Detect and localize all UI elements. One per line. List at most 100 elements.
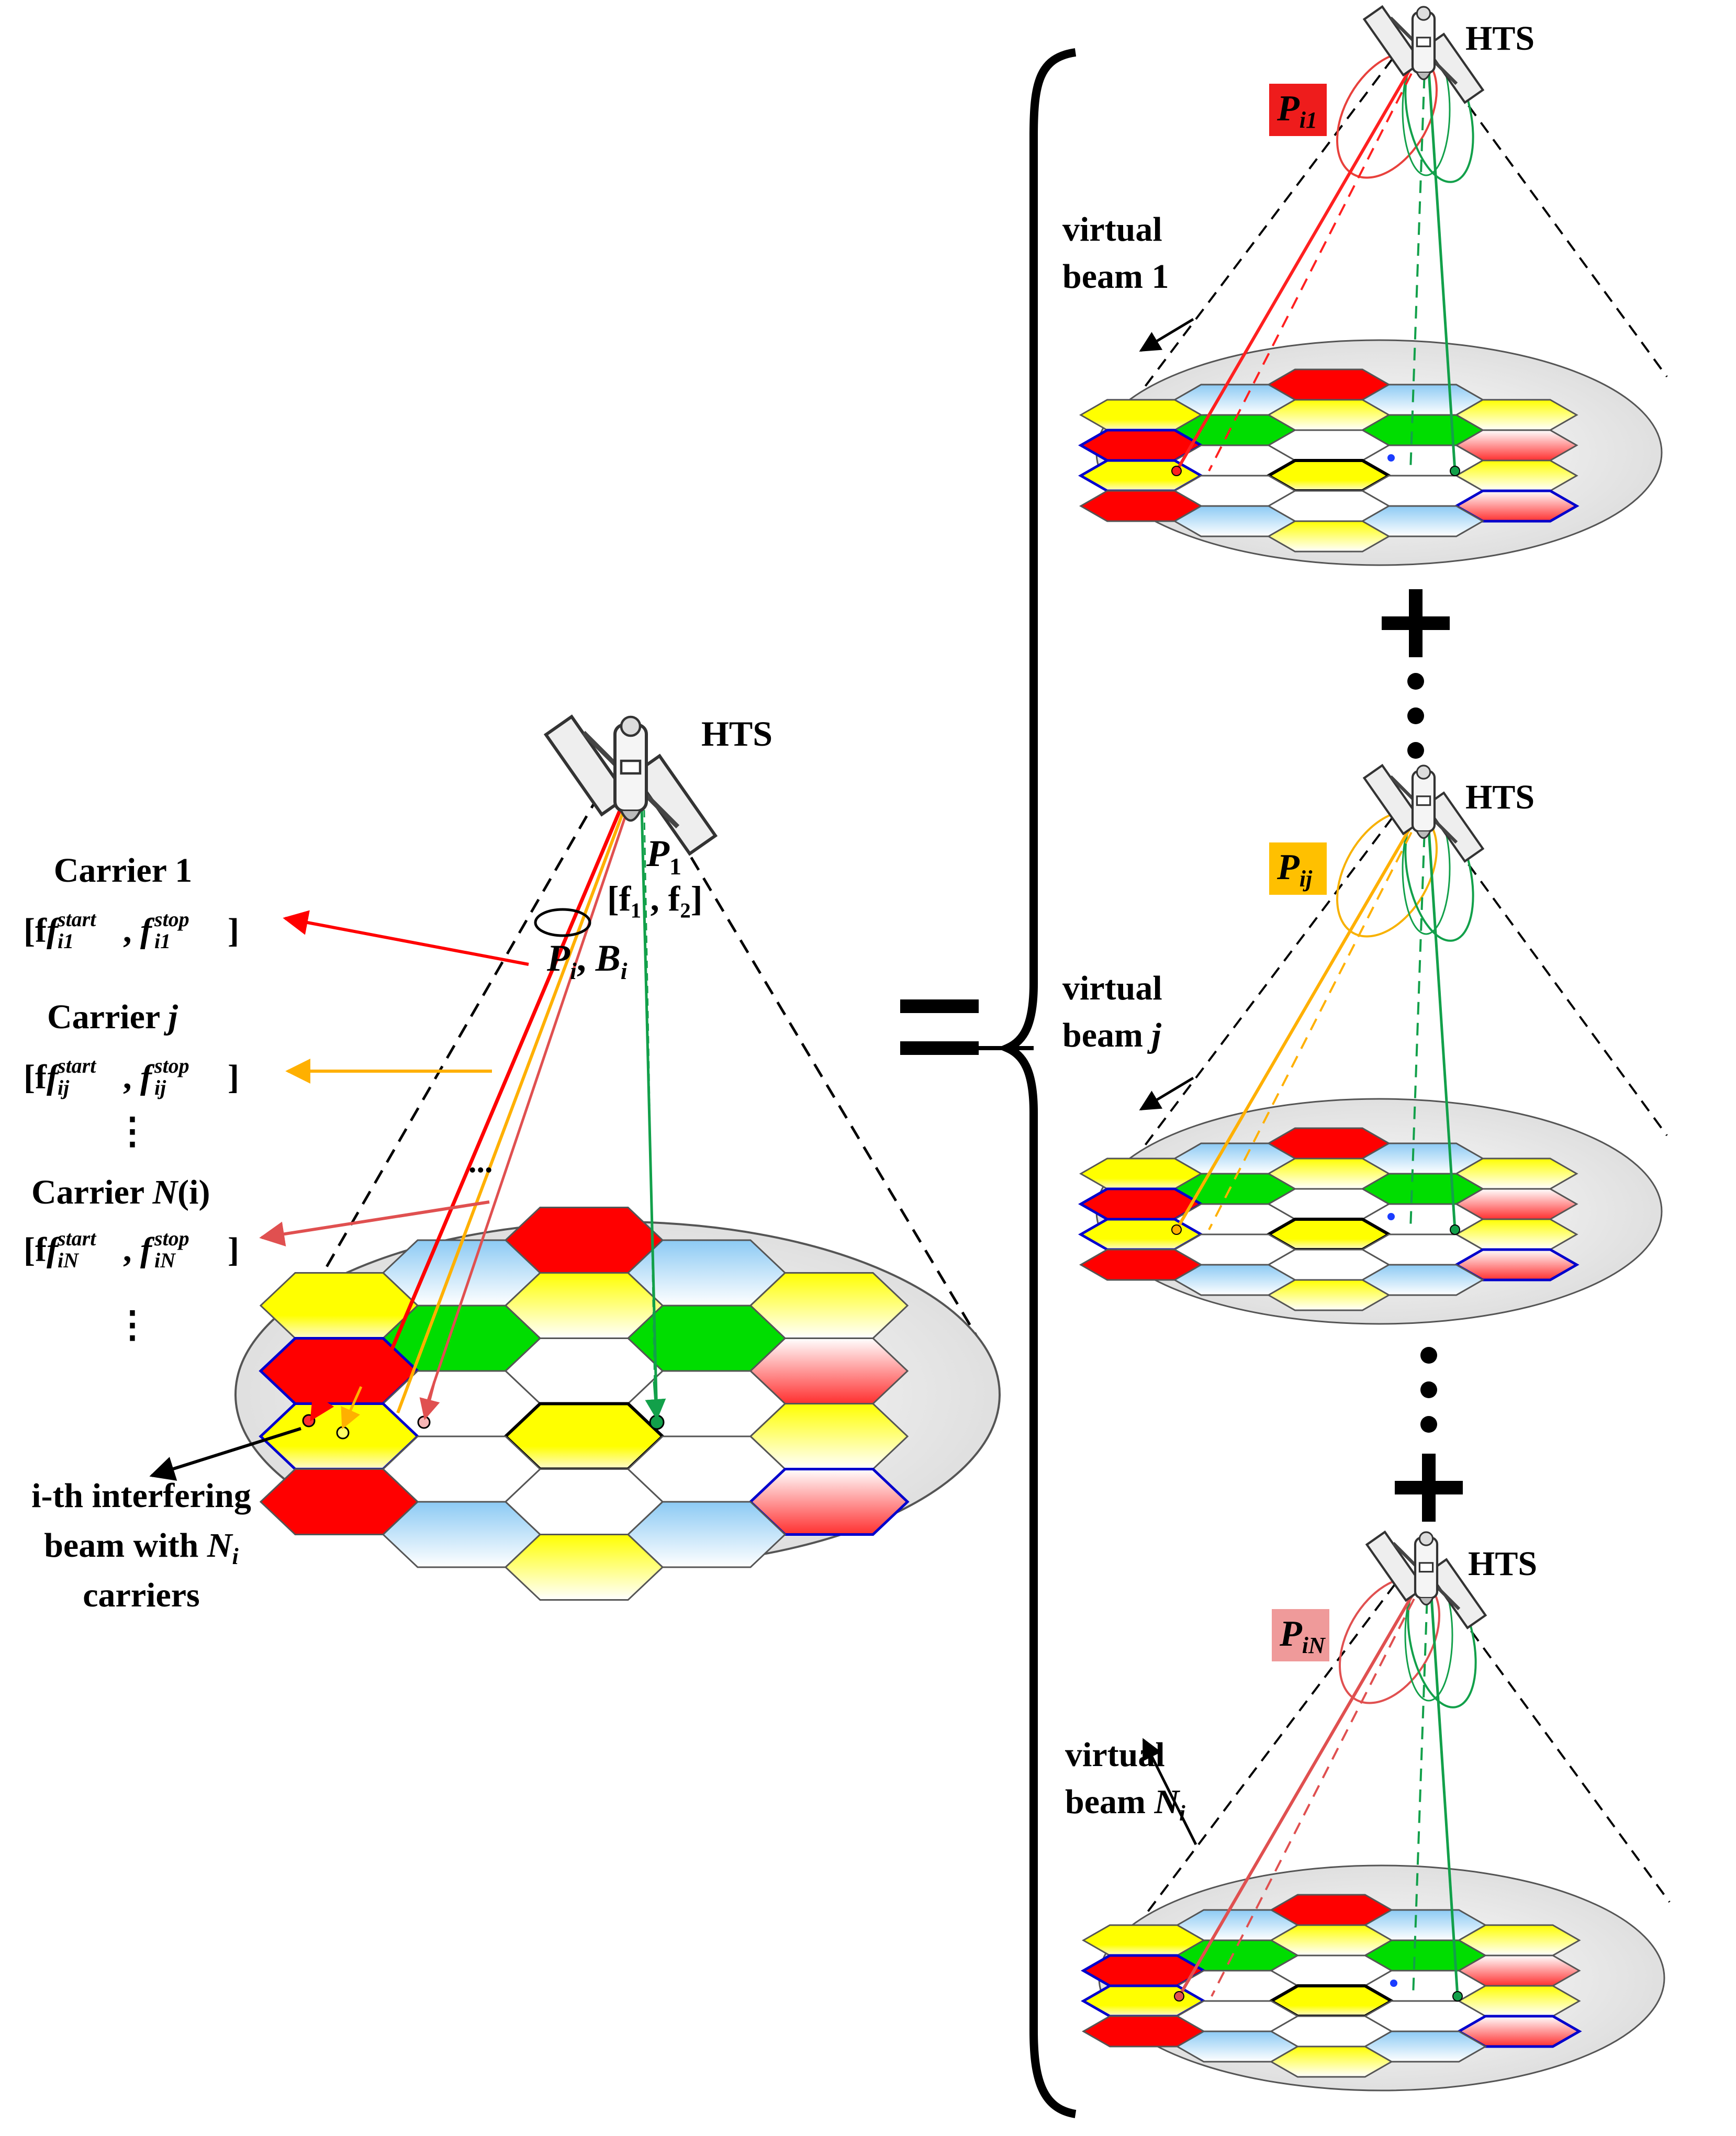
hts-label: HTS xyxy=(701,714,772,754)
plus-sign-2 xyxy=(1395,1454,1463,1522)
carrier-N-sup-start: start xyxy=(57,1227,97,1250)
carrier-j-point xyxy=(336,1426,350,1440)
pi-bi-label: Pi, Bi xyxy=(546,937,628,984)
virtual-label-line2: beam Ni xyxy=(1065,1783,1185,1826)
cone-edge-left xyxy=(1101,1566,1409,1974)
interfering-caption-2: beam with Ni xyxy=(44,1526,239,1569)
carrier-j-sep: , f xyxy=(123,1058,155,1096)
hts-label: HTS xyxy=(1465,19,1535,58)
interfering-beam-arrow xyxy=(149,1427,301,1481)
carrier-N-sub-start: iN xyxy=(58,1249,80,1272)
main-scene: HTS P1 [f₁ , f₂] Pi, Bi ... Carrier 1 [f… xyxy=(24,714,1001,1614)
freq-range-label: [f₁ , f₂] xyxy=(607,879,702,918)
power-box xyxy=(1269,84,1327,136)
cone-edge-right xyxy=(1433,1579,1671,1903)
beam-ellipsis: ... xyxy=(468,1144,493,1179)
carrier-N-arrow xyxy=(259,1200,490,1247)
interferer-point xyxy=(1174,1991,1184,2002)
p1-label: P1 xyxy=(646,833,681,880)
carrier-N-range: [ff xyxy=(24,1231,61,1269)
cone-edge-right xyxy=(1430,54,1668,378)
satellite-icon xyxy=(1362,763,1485,863)
beam-bundle-ellipse xyxy=(534,908,591,937)
own-point xyxy=(1450,1224,1460,1235)
own-beam-dashed xyxy=(1409,813,1426,1230)
own-arrowhead xyxy=(645,1381,666,1420)
carrier-1-sub-start: i1 xyxy=(58,929,74,953)
carrier-N-sup-stop: stop xyxy=(154,1227,189,1250)
center-point xyxy=(1387,454,1395,462)
hex-cell-yellow-fade xyxy=(1267,1279,1391,1311)
plus-sign-1 xyxy=(1382,589,1450,657)
hts-label: HTS xyxy=(1465,778,1535,816)
carrier-1-sep: , f xyxy=(123,912,155,950)
carrier-1-arrowhead xyxy=(310,1380,337,1422)
carrier-j-beam xyxy=(396,784,635,1414)
interferer-beam-dashed xyxy=(1208,813,1422,1230)
carrier-N-point xyxy=(417,1415,431,1429)
satellite-icon xyxy=(1362,5,1485,104)
satellite-icon xyxy=(543,714,718,856)
center-point xyxy=(1387,1213,1395,1220)
cone-edge-right xyxy=(1430,813,1668,1137)
carrier-N-name: Carrier N(i) xyxy=(31,1173,210,1211)
own-beam xyxy=(1429,1580,1459,1997)
own-beam xyxy=(1426,813,1457,1230)
virtual-label-line2: beam 1 xyxy=(1062,257,1169,296)
cone-edge-left xyxy=(307,752,624,1299)
carrier-N-end: ] xyxy=(228,1231,239,1269)
interferer-point xyxy=(1171,1224,1182,1235)
carrier-1-arrow xyxy=(283,910,529,966)
carrier-N-label: Carrier N(i) [ff start iN , f stop iN ] xyxy=(24,1173,239,1272)
hts-label: HTS xyxy=(1468,1545,1537,1583)
power-box xyxy=(1272,1609,1329,1661)
carrier-j-sub-start: ij xyxy=(58,1076,70,1099)
carrier-1-range: [ff xyxy=(24,912,61,950)
cone-edge-right xyxy=(653,794,980,1341)
hex-grid xyxy=(259,1207,910,1601)
interferer-beam xyxy=(1178,1579,1423,1997)
own-point xyxy=(1450,466,1460,476)
hex-cell-yellow-fade xyxy=(1269,2045,1393,2078)
carrier-1-sub-stop: i1 xyxy=(154,929,171,953)
satellite-icon xyxy=(1365,1530,1487,1629)
interferer-beam xyxy=(1175,813,1420,1231)
carrier-j-sup-stop: stop xyxy=(154,1054,189,1077)
carrier-N-beam xyxy=(422,784,637,1413)
virtual-beam-arrow xyxy=(1139,1076,1194,1111)
carrier-1-sup-stop: stop xyxy=(154,907,189,931)
power-box xyxy=(1269,842,1327,895)
own-beam xyxy=(1426,54,1457,471)
carrier-1-beam xyxy=(369,784,633,1398)
carrier-j-sup-start: start xyxy=(57,1054,97,1077)
equals-sign xyxy=(900,999,1034,1055)
hex-cell-yellow-fade xyxy=(1267,520,1391,553)
interferer-beam-dashed xyxy=(1211,1580,1425,1997)
carrier-j-range: [ff xyxy=(24,1058,61,1096)
center-point xyxy=(1390,1980,1397,1987)
carrier-j-arrowhead xyxy=(341,1386,363,1430)
carrier-1-name: Carrier 1 xyxy=(54,851,192,890)
carrier-j-name: Carrier j xyxy=(47,998,178,1036)
own-beam-dashed xyxy=(1409,54,1426,471)
vertical-ellipsis-1 xyxy=(1407,673,1424,759)
left-brace xyxy=(996,48,1077,2118)
own-beam-dashed xyxy=(1412,1580,1429,1997)
carrier-j-sub-stop: ij xyxy=(154,1076,166,1099)
interfering-caption-3: carriers xyxy=(83,1576,200,1614)
carrier-j-label: Carrier j [ff start ij , f stop ij ] xyxy=(24,998,239,1099)
carrier-1-sup-start: start xyxy=(57,907,97,931)
interfering-caption-1: i-th interfering xyxy=(31,1477,251,1515)
interferer-beam xyxy=(1175,54,1420,472)
carrier-1-label: Carrier 1 [ff start i1 , f stop i1 ] xyxy=(24,851,239,953)
carrier-N-arrowhead xyxy=(419,1381,440,1420)
virtual-label-line1: virtual xyxy=(1062,210,1162,249)
interferer-point xyxy=(1171,466,1182,476)
virtual-label-line1: virtual xyxy=(1065,1736,1165,1774)
power-label: PiN xyxy=(1279,1614,1326,1658)
cone-edge-left xyxy=(1098,800,1406,1207)
